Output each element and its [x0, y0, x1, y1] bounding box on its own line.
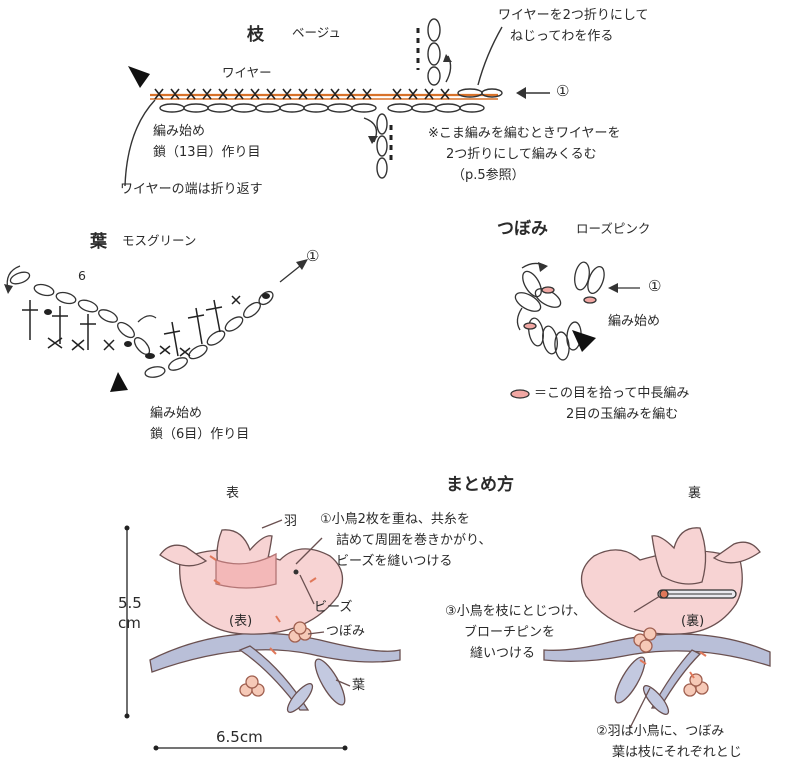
bud-diagram [510, 261, 640, 399]
bud-start-pointer-icon [572, 330, 596, 352]
back-wing [651, 527, 707, 585]
step1-line3: ビーズを縫いつける [336, 554, 453, 569]
fold-note-line1: ワイヤーを2つ折りにして [498, 8, 649, 23]
leaf-chain-upper [9, 271, 151, 355]
height-unit: cm [118, 614, 141, 632]
bud-color: ローズピンク [576, 221, 651, 236]
front-bead-icon [293, 569, 299, 575]
tip-note-line1: ※こま編みを編むときワイヤーを [428, 126, 621, 141]
bud-step-marker: ① [648, 277, 662, 295]
branch-title: 枝 [247, 25, 264, 45]
leaf-part-label: 葉 [352, 678, 366, 693]
step3-line3: 縫いつける [470, 646, 536, 661]
chain-loops-down [376, 113, 388, 179]
step3-line2: ブローチピンを [464, 625, 556, 640]
assembly-back [543, 527, 771, 729]
bud-title: つぼみ [497, 219, 548, 239]
assembly-title: まとめ方 [446, 475, 514, 495]
step2-line1: ②羽は小鳥に、つぼみ [596, 724, 725, 739]
branch-start-label-line1: 編み始め [153, 124, 206, 139]
leaf-title: 葉 [90, 232, 107, 252]
branch-color: ベージュ [292, 25, 341, 40]
leaf-start-pointer-icon [110, 372, 128, 392]
chain-loops-bottom [159, 103, 485, 113]
branch-diagram [124, 18, 550, 187]
puff-stitch-legend-icon [510, 389, 530, 399]
wire-label: ワイヤー [222, 65, 272, 80]
branch-start-label-line2: 鎖（13目）作り目 [153, 145, 261, 160]
beads-label: ビーズ [314, 600, 353, 615]
leaf-start-label-line1: 編み始め [150, 406, 203, 421]
bud-legend-line2: 2目の玉編みを編む [566, 407, 679, 422]
leaf-color: モスグリーン [122, 233, 197, 248]
step3-line1: ③小鳥を枝にとじつけ、 [445, 604, 587, 619]
back-side-label: 裏 [688, 486, 702, 501]
leaf-diagram [4, 259, 308, 392]
back-branch [543, 633, 771, 667]
step2-line2: 葉は枝にそれぞれとじ [612, 745, 742, 760]
leaf-stitches [22, 295, 241, 357]
width-value: 6.5cm [216, 728, 263, 746]
bud-legend-line1: ＝この目を拾って中長編み [534, 386, 690, 401]
front-leaf [314, 658, 346, 706]
chain-loops-up [427, 18, 441, 86]
height-value: 5.5 [118, 594, 142, 612]
back-tag: (裏) [681, 614, 705, 629]
chain-loops-top [457, 88, 503, 98]
brooch-pin-icon [657, 589, 737, 599]
step1-line1: ①小鳥2枚を重ね、共糸を [320, 512, 470, 527]
step1-line2: 詰めて周囲を巻きかがり、 [336, 533, 492, 548]
leaf-count-label: 6 [78, 268, 86, 283]
wing-label: 羽 [284, 514, 298, 529]
wire-end-note: ワイヤーの端は折り返す [120, 182, 263, 197]
leaf-chain-lower [144, 290, 274, 378]
front-side-label: 表 [226, 486, 240, 501]
bud-part-label: つぼみ [326, 624, 366, 639]
tip-note-line3: （p.5参照） [452, 168, 525, 183]
leaf-start-label-line2: 鎖（6目）作り目 [150, 427, 250, 442]
assembly-front [149, 519, 401, 713]
start-pointer-icon [128, 66, 150, 88]
dimension-lines [124, 525, 348, 751]
leaf-step-marker: ① [306, 247, 320, 265]
branch-step-marker: ① [556, 82, 570, 100]
back-leaf [614, 656, 646, 704]
tip-note-line2: 2つ折りにして編みくるむ [446, 147, 597, 162]
bud-start-label: 編み始め [608, 314, 661, 329]
front-tag: (表) [229, 614, 253, 629]
single-crochet-row [154, 88, 450, 100]
fold-note-line2: ねじってわを作る [510, 29, 614, 44]
